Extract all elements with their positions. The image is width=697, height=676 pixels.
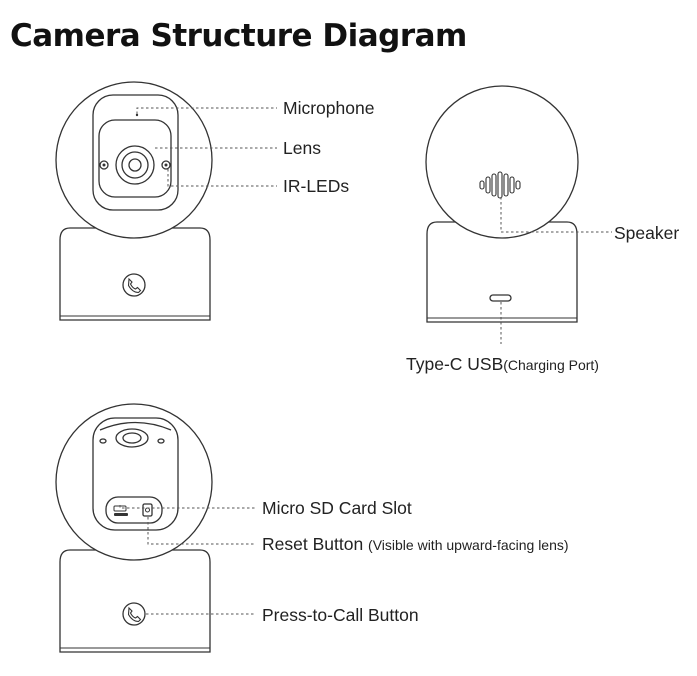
lens-center [128,158,142,172]
back-head [425,85,579,239]
tilted-lens-inner [122,432,142,444]
label-reset-main: Reset Button [262,534,364,554]
camera-back-view [425,85,579,323]
label-reset-sub: (Visible with upward-facing lens) [368,537,569,553]
label-sd-slot: Micro SD Card Slot [262,498,412,518]
microphone-leader [136,107,277,114]
tilted-base [59,549,211,653]
label-usb-sub: (Charging Port) [503,357,599,373]
reset-leader [147,517,255,545]
label-lens: Lens [283,138,321,158]
speaker-leader [500,197,612,233]
leader-lines [119,107,612,615]
camera-front-view [55,81,213,321]
speaker-grille [479,171,521,199]
label-reset: Reset Button (Visible with upward-facing… [262,534,569,554]
microphone-hole [135,113,139,117]
label-speaker: Speaker [614,223,680,243]
phone-icon [122,273,146,297]
page-title: Camera Structure Diagram [10,18,467,54]
usb-c-port [489,294,512,302]
camera-tilted-view [55,403,213,653]
label-type-c-usb: Type-C USB(Charging Port) [406,354,599,374]
label-ir-leds: IR-LEDs [283,176,350,196]
phone-icon [122,602,146,626]
sd-card-icon [113,505,128,516]
label-usb-main: Type-C USB [406,354,504,374]
ir-leds-leader [167,169,277,187]
back-base [426,221,578,323]
label-microphone: Microphone [283,98,375,118]
label-call-button: Press-to-Call Button [262,605,419,625]
sd-slot-leader [119,505,255,509]
